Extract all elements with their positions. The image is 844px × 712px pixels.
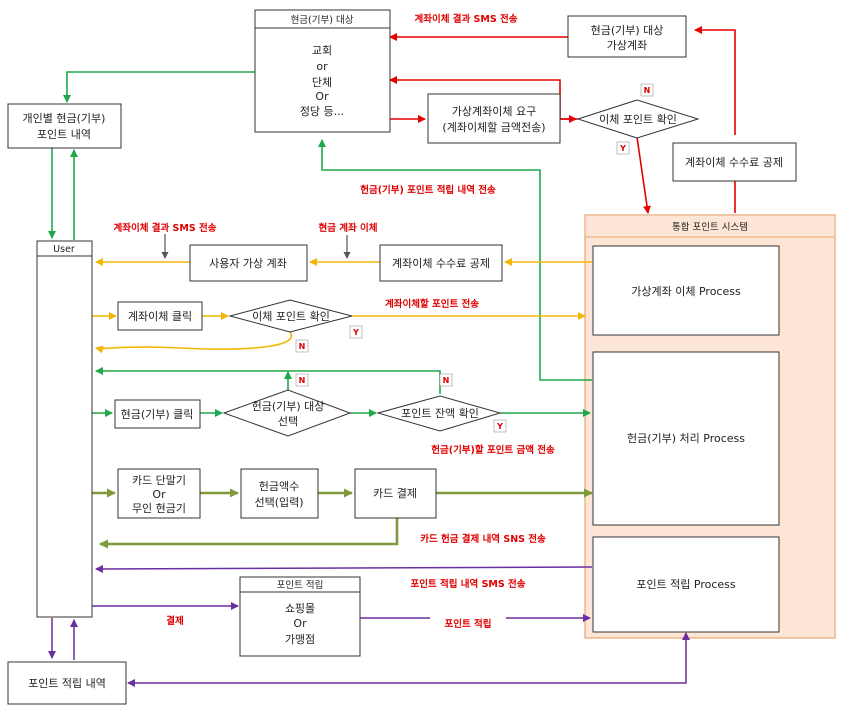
request-line-1: 가상계좌이체 요구: [452, 105, 536, 118]
donation-target-line-2: or: [316, 60, 328, 73]
target-select: 헌금(기부) 대상 선택: [222, 389, 352, 437]
donation-target-line-3: 단체: [312, 76, 332, 89]
card-line-3: 무인 현금기: [132, 502, 186, 515]
arrows-gray: [161, 233, 351, 259]
transfer-fee-top-box: 계좌이체 수수료 공제: [672, 142, 797, 182]
flag-y-top: Y: [619, 144, 626, 153]
transfer-check-mid: 이체 포인트 확인: [228, 299, 353, 333]
proc-donation-label: 헌금(기부) 처리 Process: [627, 432, 745, 445]
transfer-click-label: 계좌이체 클릭: [128, 310, 192, 323]
arrows-green: [48, 71, 592, 417]
account-line-2: 가상계좌: [607, 39, 647, 52]
account-line-1: 현금(기부) 대상: [591, 24, 664, 37]
donation-click-box: 현금(기부) 클릭: [114, 399, 201, 429]
flag-y-mid: Y: [352, 328, 359, 337]
arrow-payment-to-user: [99, 518, 399, 549]
arrow-process-to-history: [127, 670, 687, 687]
transfer-check-top: 이체 포인트 확인: [576, 99, 700, 139]
proc-accrual-label: 포인트 적립 Process: [636, 578, 736, 591]
donation-target-account-box: 현금(기부) 대상 가상계좌: [567, 15, 687, 58]
arrow-process-to-target: [318, 139, 592, 381]
arrow-check-to-system: [636, 136, 651, 214]
user-virtual-account-box: 사용자 가상 계좌: [189, 244, 308, 282]
card-line-1: 카드 단말기: [132, 474, 186, 487]
transfer-fee-mid-box: 계좌이체 수수료 공제: [379, 244, 503, 282]
label-sms-result-user: 계좌이체 결과 SMS 전송: [114, 222, 217, 234]
label-transfer-points-send: 계좌이체할 포인트 전송: [385, 298, 479, 310]
card-payment-box: 카드 결제: [354, 468, 437, 519]
proc-virtual-label: 가상계좌 이체 Process: [631, 285, 741, 298]
label-card-sms: 카드 헌금 결제 내역 SNS 전송: [420, 533, 546, 545]
arrows-red: [389, 26, 739, 214]
label-sms-result-top: 계좌이체 결과 SMS 전송: [415, 13, 518, 25]
decision-flags: N Y N Y N N Y: [295, 83, 654, 433]
user-header: User: [53, 244, 75, 255]
virtual-transfer-request-box: 가상계좌이체 요구 (계좌이체할 금액전송): [427, 93, 561, 144]
accrual-line-2: Or: [293, 617, 307, 630]
point-accrual-box: 포인트 적립 쇼핑몰 Or 가맹점: [239, 576, 361, 657]
label-cash-transfer: 현금 계좌 이체: [318, 222, 377, 234]
donation-target-line-5: 정당 등...: [300, 105, 344, 118]
personal-points-box: 개인별 현금(기부) 포인트 내역: [7, 103, 122, 149]
request-line-2: (계좌이체할 금액전송): [442, 121, 545, 134]
target-select-line-2: 선택: [278, 415, 298, 428]
label-donation-amount-send: 헌금(기부)할 포인트 금액 전송: [431, 444, 555, 456]
donation-click-label: 현금(기부) 클릭: [121, 408, 194, 421]
donation-target-line-4: Or: [315, 90, 329, 103]
transfer-check-mid-label: 이체 포인트 확인: [252, 310, 330, 323]
balance-check: 포인트 잔액 확인: [376, 395, 502, 432]
transfer-check-top-label: 이체 포인트 확인: [599, 113, 677, 126]
user-account-label: 사용자 가상 계좌: [209, 257, 287, 270]
proc-virtual-transfer-box: 가상계좌 이체 Process: [592, 245, 780, 336]
fee-top-label: 계좌이체 수수료 공제: [685, 156, 783, 169]
arrows-purple: [48, 564, 690, 687]
flag-n-top: N: [644, 86, 651, 95]
user-box: User: [36, 240, 93, 618]
proc-point-accrual-box: 포인트 적립 Process: [592, 536, 780, 633]
point-history-box: 포인트 적립 내역: [7, 661, 127, 705]
accrual-header: 포인트 적립: [277, 579, 324, 591]
cash-amount-select-box: 헌금액수 선택(입력): [240, 468, 319, 519]
edge-labels: 계좌이체 결과 SMS 전송 헌금(기부) 포인트 적립 내역 전송 계좌이체 …: [103, 10, 566, 631]
history-label: 포인트 적립 내역: [28, 677, 106, 690]
label-payment: 결제: [166, 615, 183, 627]
proc-donation-box: 헌금(기부) 처리 Process: [592, 351, 780, 526]
balance-check-label: 포인트 잔액 확인: [401, 407, 479, 420]
arrow-balance-n: [95, 367, 441, 394]
accrual-line-1: 쇼핑몰: [285, 602, 315, 615]
card-terminal-box: 카드 단말기 Or 무인 현금기: [117, 468, 201, 519]
amount-line-1: 헌금액수: [259, 480, 299, 493]
accrual-line-3: 가맹점: [285, 633, 315, 646]
donation-target-line-1: 교회: [312, 44, 332, 57]
amount-line-2: 선택(입력): [254, 496, 303, 509]
target-select-line-1: 헌금(기부) 대상: [252, 400, 325, 413]
flag-y-balance: Y: [496, 422, 503, 431]
label-point-accrue: 포인트 적립: [444, 618, 491, 630]
integrated-system-title: 통합 포인트 시스템: [672, 221, 748, 233]
arrows-yellow: [92, 258, 592, 354]
personal-line-2: 포인트 내역: [37, 128, 91, 141]
card-line-2: Or: [152, 488, 166, 501]
arrows-olive: [92, 488, 593, 549]
donation-target-box: 현금(기부) 대상 교회 or 단체 Or 정당 등...: [254, 9, 391, 133]
arrow-check-n-to-user: [95, 331, 293, 354]
flag-n-mid: N: [299, 342, 306, 351]
flag-n-target: N: [299, 376, 306, 385]
label-point-sms: 포인트 적립 내역 SMS 전송: [410, 578, 525, 590]
payment-label: 카드 결제: [373, 487, 417, 500]
flag-n-balance: N: [443, 376, 450, 385]
label-donation-points-send: 헌금(기부) 포인트 적립 내역 전송: [360, 184, 496, 196]
transfer-click-box: 계좌이체 클릭: [117, 301, 203, 331]
arrow-process-to-user: [95, 564, 593, 573]
arrow-fee-to-account: [694, 26, 736, 135]
donation-target-header: 현금(기부) 대상: [291, 15, 354, 26]
fee-mid-label: 계좌이체 수수료 공제: [392, 257, 490, 270]
personal-line-1: 개인별 현금(기부): [23, 112, 106, 125]
arrow-target-to-personal: [63, 71, 255, 103]
